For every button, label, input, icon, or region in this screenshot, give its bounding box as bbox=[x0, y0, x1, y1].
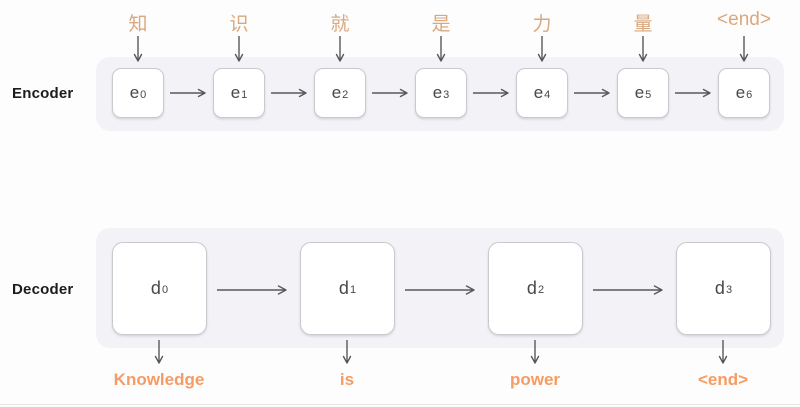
cell-label: d bbox=[714, 278, 725, 298]
cell-subscript: 2 bbox=[342, 88, 349, 101]
decoder-output-token: is bbox=[339, 370, 355, 389]
encoder-input-token: 就 bbox=[330, 14, 350, 35]
encoder-input-token: 是 bbox=[431, 14, 451, 35]
cell-subscript: 4 bbox=[544, 88, 551, 101]
cell-subscript: 6 bbox=[746, 88, 753, 101]
decoder-container bbox=[96, 228, 784, 348]
cell-label: d bbox=[150, 278, 161, 298]
encoder-input-token: 力 bbox=[532, 14, 552, 35]
cell-label: e bbox=[331, 83, 342, 102]
cell-subscript: 1 bbox=[349, 284, 357, 296]
cell-subscript: 1 bbox=[241, 88, 248, 101]
encoder-input-token: 量 bbox=[633, 14, 653, 35]
encoder-input-token: <end> bbox=[717, 9, 771, 30]
cell-label: e bbox=[230, 83, 241, 102]
cell-subscript: 2 bbox=[537, 284, 545, 296]
arrow-down-icon bbox=[739, 36, 749, 62]
cell-subscript: 5 bbox=[645, 88, 652, 101]
cell-label: d bbox=[526, 278, 537, 298]
decoder-output-token: power bbox=[509, 370, 561, 389]
bottom-divider bbox=[0, 404, 800, 405]
arrow-down-icon bbox=[638, 36, 648, 62]
arrow-right-icon bbox=[217, 285, 287, 295]
arrow-right-icon bbox=[271, 88, 307, 98]
arrow-down-icon bbox=[234, 36, 244, 62]
arrow-down-icon bbox=[537, 36, 547, 62]
cell-label: e bbox=[735, 83, 746, 102]
encoder-input-token: 知 bbox=[128, 14, 148, 35]
arrow-right-icon bbox=[593, 285, 663, 295]
arrow-down-icon bbox=[133, 36, 143, 62]
arrow-down-icon bbox=[718, 340, 728, 364]
cell-label: e bbox=[432, 83, 443, 102]
arrow-right-icon bbox=[473, 88, 509, 98]
cell-label: d bbox=[338, 278, 349, 298]
arrow-down-icon bbox=[154, 340, 164, 364]
cell-label: e bbox=[129, 83, 140, 102]
cell-subscript: 3 bbox=[725, 284, 733, 296]
arrow-right-icon bbox=[170, 88, 206, 98]
arrow-right-icon bbox=[574, 88, 610, 98]
decoder-output-token: Knowledge bbox=[113, 370, 205, 389]
arrow-down-icon bbox=[342, 340, 352, 364]
encoder-section-label: Encoder bbox=[12, 85, 74, 102]
arrow-right-icon bbox=[372, 88, 408, 98]
arrow-down-icon bbox=[335, 36, 345, 62]
cell-label: e bbox=[533, 83, 544, 102]
arrow-down-icon bbox=[530, 340, 540, 364]
cell-subscript: 3 bbox=[443, 88, 450, 101]
decoder-section-label: Decoder bbox=[12, 281, 74, 298]
arrow-right-icon bbox=[405, 285, 475, 295]
decoder-output-token: <end> bbox=[697, 370, 749, 389]
cell-subscript: 0 bbox=[140, 88, 147, 101]
cell-label: e bbox=[634, 83, 645, 102]
encoder-input-token: 识 bbox=[229, 14, 249, 35]
arrow-down-icon bbox=[436, 36, 446, 62]
cell-subscript: 0 bbox=[161, 284, 169, 296]
arrow-right-icon bbox=[675, 88, 711, 98]
